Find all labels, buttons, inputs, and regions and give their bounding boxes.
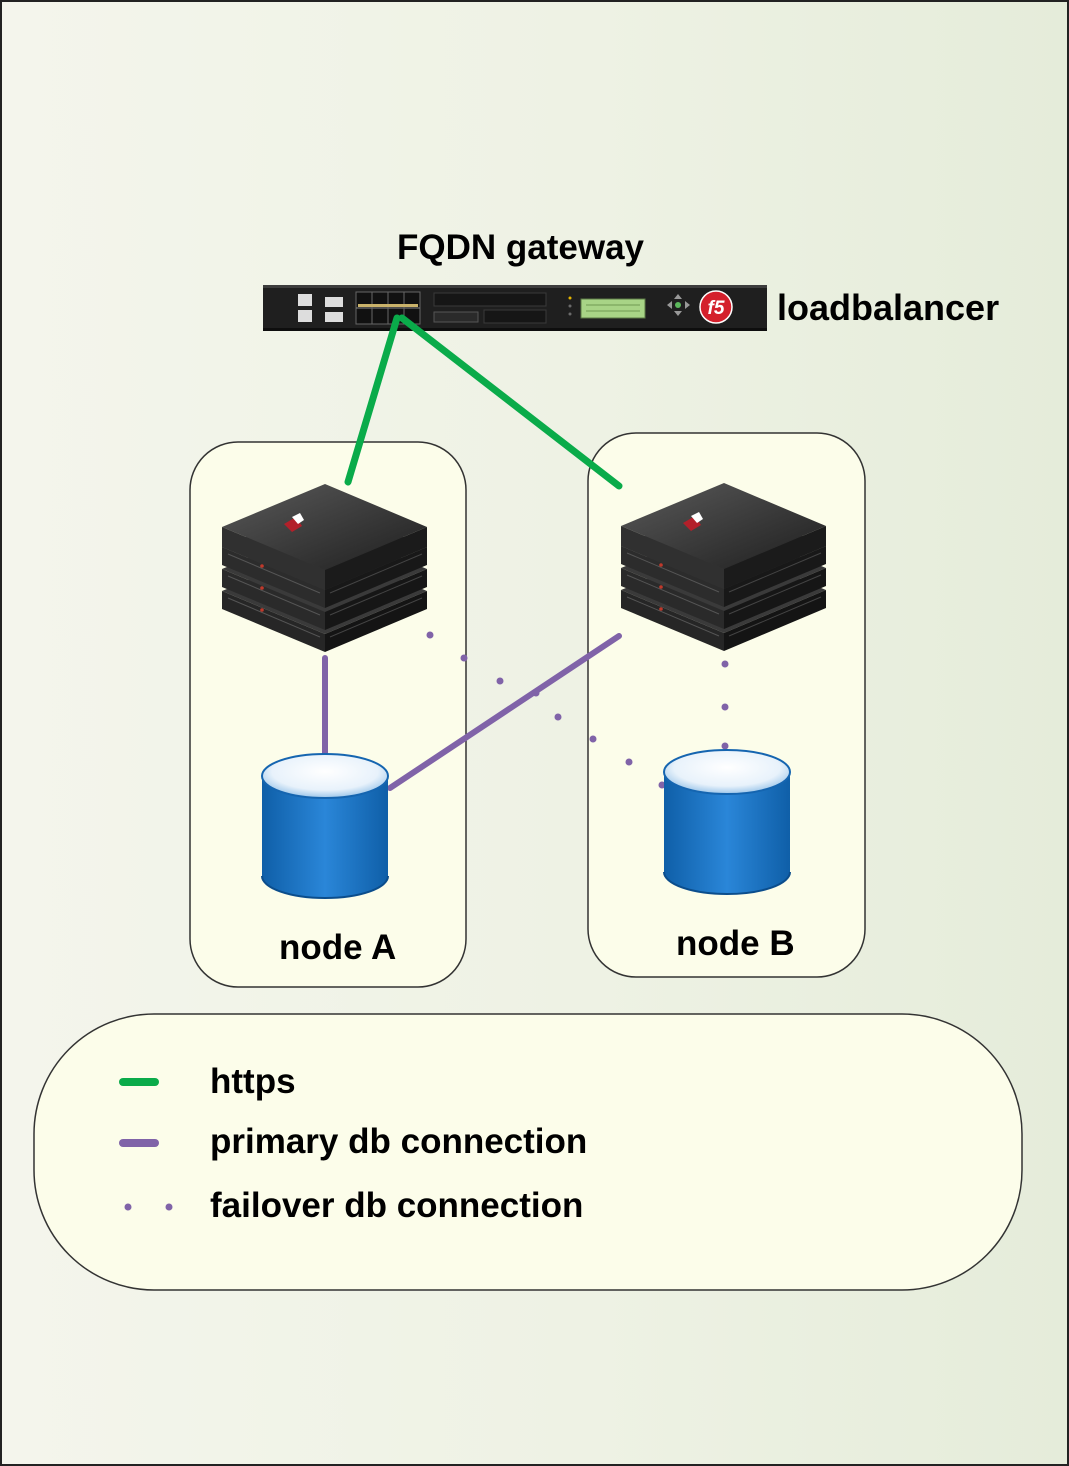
loadbalancer-label: loadbalancer: [777, 287, 1000, 328]
legend-primary-label: primary db connection: [210, 1122, 588, 1161]
database-node-a-icon: [261, 753, 389, 899]
database-node-b-icon: [663, 749, 791, 895]
primary-db-link-node-b: [387, 633, 622, 791]
failover-db-link-node-b: [721, 660, 729, 750]
legend-failover-label: failover db connection: [210, 1186, 584, 1225]
node-b-label: node B: [676, 924, 795, 963]
legend-failover-marker: [124, 1203, 173, 1211]
https-link-node-a: [344, 314, 401, 486]
failover-db-link-node-a: [426, 631, 666, 789]
node-a-label: node A: [279, 928, 397, 967]
f5-logo: f5: [708, 298, 725, 319]
legend-panel: [33, 1013, 1023, 1291]
gateway-title: FQDN gateway: [397, 228, 644, 267]
loadbalancer-appliance: f5: [263, 285, 767, 331]
https-link-node-b: [398, 314, 623, 490]
legend-https-label: https: [210, 1062, 296, 1101]
